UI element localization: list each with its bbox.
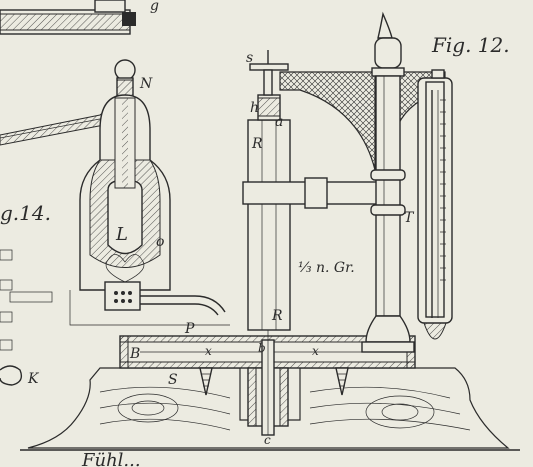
label-a: a bbox=[275, 114, 283, 130]
label-s: s bbox=[246, 50, 253, 66]
label-h: h bbox=[250, 100, 259, 116]
lamp-apparatus bbox=[0, 59, 230, 326]
caption-fragment: Fühl... bbox=[81, 450, 141, 467]
label-b: b bbox=[258, 341, 266, 355]
label-T: T bbox=[404, 210, 415, 226]
label-o: o bbox=[156, 234, 164, 250]
fig12-label: Fig. 12. bbox=[431, 33, 510, 57]
screws bbox=[199, 367, 349, 396]
label-K: K bbox=[27, 371, 40, 387]
wood-base bbox=[20, 367, 520, 451]
top-fragment-label: g bbox=[150, 0, 159, 14]
thermometer bbox=[417, 69, 453, 340]
column bbox=[361, 11, 415, 353]
scale-label: ⅓ n. Gr. bbox=[298, 260, 355, 276]
label-x-left: x bbox=[205, 344, 212, 358]
fig14-label: g.14. bbox=[0, 201, 51, 225]
label-S: S bbox=[168, 372, 178, 388]
label-L: L bbox=[115, 224, 128, 245]
label-P: P bbox=[184, 321, 195, 337]
cross-arm bbox=[242, 177, 389, 209]
label-R-bottom: R bbox=[271, 308, 283, 324]
label-R-top: R bbox=[251, 136, 263, 152]
center-stem bbox=[247, 60, 289, 436]
label-B: B bbox=[129, 346, 140, 362]
top-left-apparatus bbox=[0, 0, 136, 35]
tube-R bbox=[247, 50, 291, 331]
label-x-right: x bbox=[312, 344, 319, 358]
left-margin-marks bbox=[0, 249, 53, 386]
label-c: c bbox=[264, 433, 271, 447]
label-N: N bbox=[139, 76, 153, 92]
